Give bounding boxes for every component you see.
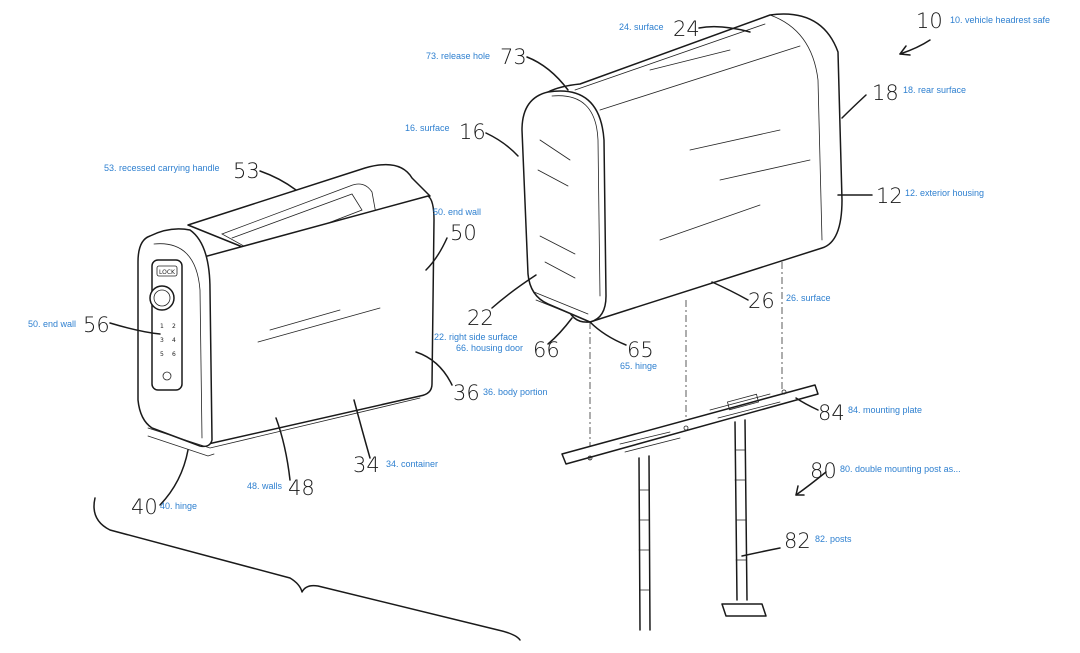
ref-10-caption: 10. vehicle headrest safe	[950, 15, 1050, 25]
ref-82-number: 82	[784, 529, 811, 553]
key-2: 2	[172, 323, 176, 330]
ref-18-caption: 18. rear surface	[903, 85, 966, 95]
ref-50-number: 50	[450, 221, 477, 245]
keypad-keys: 1 2 3 4 5 6	[160, 323, 176, 358]
lock-button-label: LOCK	[159, 269, 176, 276]
ref-16-number: 16	[459, 120, 486, 144]
alignment-lines	[589, 262, 783, 460]
ref-48-caption: 48. walls	[247, 481, 283, 491]
mounting-posts	[638, 419, 767, 631]
ref-24-number: 24	[673, 17, 700, 41]
ref-50-caption: 50. end wall	[433, 207, 481, 217]
reference-labels: 10 10. vehicle headrest safe 24 24. surf…	[28, 9, 1050, 553]
ref-80-caption: 80. double mounting post as...	[840, 464, 961, 474]
ref-36-number: 36	[453, 381, 480, 405]
key-4: 4	[172, 337, 176, 344]
ref-73-caption: 73. release hole	[426, 51, 490, 61]
ref-22-caption: 22. right side surface	[434, 332, 518, 342]
ref-73-number: 73	[500, 45, 527, 69]
ref-82-caption: 82. posts	[815, 534, 852, 544]
ref-53-caption: 53. recessed carrying handle	[104, 163, 220, 173]
ref-65-number: 65	[627, 338, 654, 362]
key-6: 6	[172, 351, 176, 358]
ref-18-number: 18	[872, 81, 899, 105]
container-unit: LOCK 1 2 3 4 5 6	[137, 163, 435, 457]
headrest-safe-housing	[521, 13, 843, 323]
ref-48-number: 48	[288, 476, 315, 500]
ref-26-number: 26	[748, 289, 775, 313]
ref-36-caption: 36. body portion	[483, 387, 548, 397]
ref-22-number: 22	[467, 306, 494, 330]
ref-40-number: 40	[131, 495, 158, 519]
key-5: 5	[160, 351, 164, 358]
mounting-plate	[561, 384, 819, 465]
ref-34-number: 34	[353, 453, 380, 477]
ref-65-caption: 65. hinge	[620, 361, 657, 371]
ref-12-number: 12	[876, 184, 903, 208]
ref-80-number: 80	[810, 459, 837, 483]
ref-53-number: 53	[233, 159, 260, 183]
ref-66-number: 66	[533, 338, 560, 362]
leader-lines	[109, 25, 931, 557]
ref-84-caption: 84. mounting plate	[848, 405, 922, 415]
ref-16-caption: 16. surface	[405, 123, 450, 133]
ref-56-caption: 50. end wall	[28, 319, 76, 329]
ref-26-caption: 26. surface	[786, 293, 831, 303]
ref-66-caption: 66. housing door	[456, 343, 523, 353]
key-3: 3	[160, 337, 164, 344]
ref-34-caption: 34. container	[386, 459, 438, 469]
ref-84-number: 84	[818, 401, 845, 425]
ref-24-caption: 24. surface	[619, 22, 664, 32]
key-1: 1	[160, 323, 164, 330]
ref-56-number: 56	[83, 313, 110, 337]
ref-40-caption: 40. hinge	[160, 501, 197, 511]
ref-10-number: 10	[916, 9, 943, 33]
brace	[93, 497, 521, 641]
ref-12-caption: 12. exterior housing	[905, 188, 984, 198]
